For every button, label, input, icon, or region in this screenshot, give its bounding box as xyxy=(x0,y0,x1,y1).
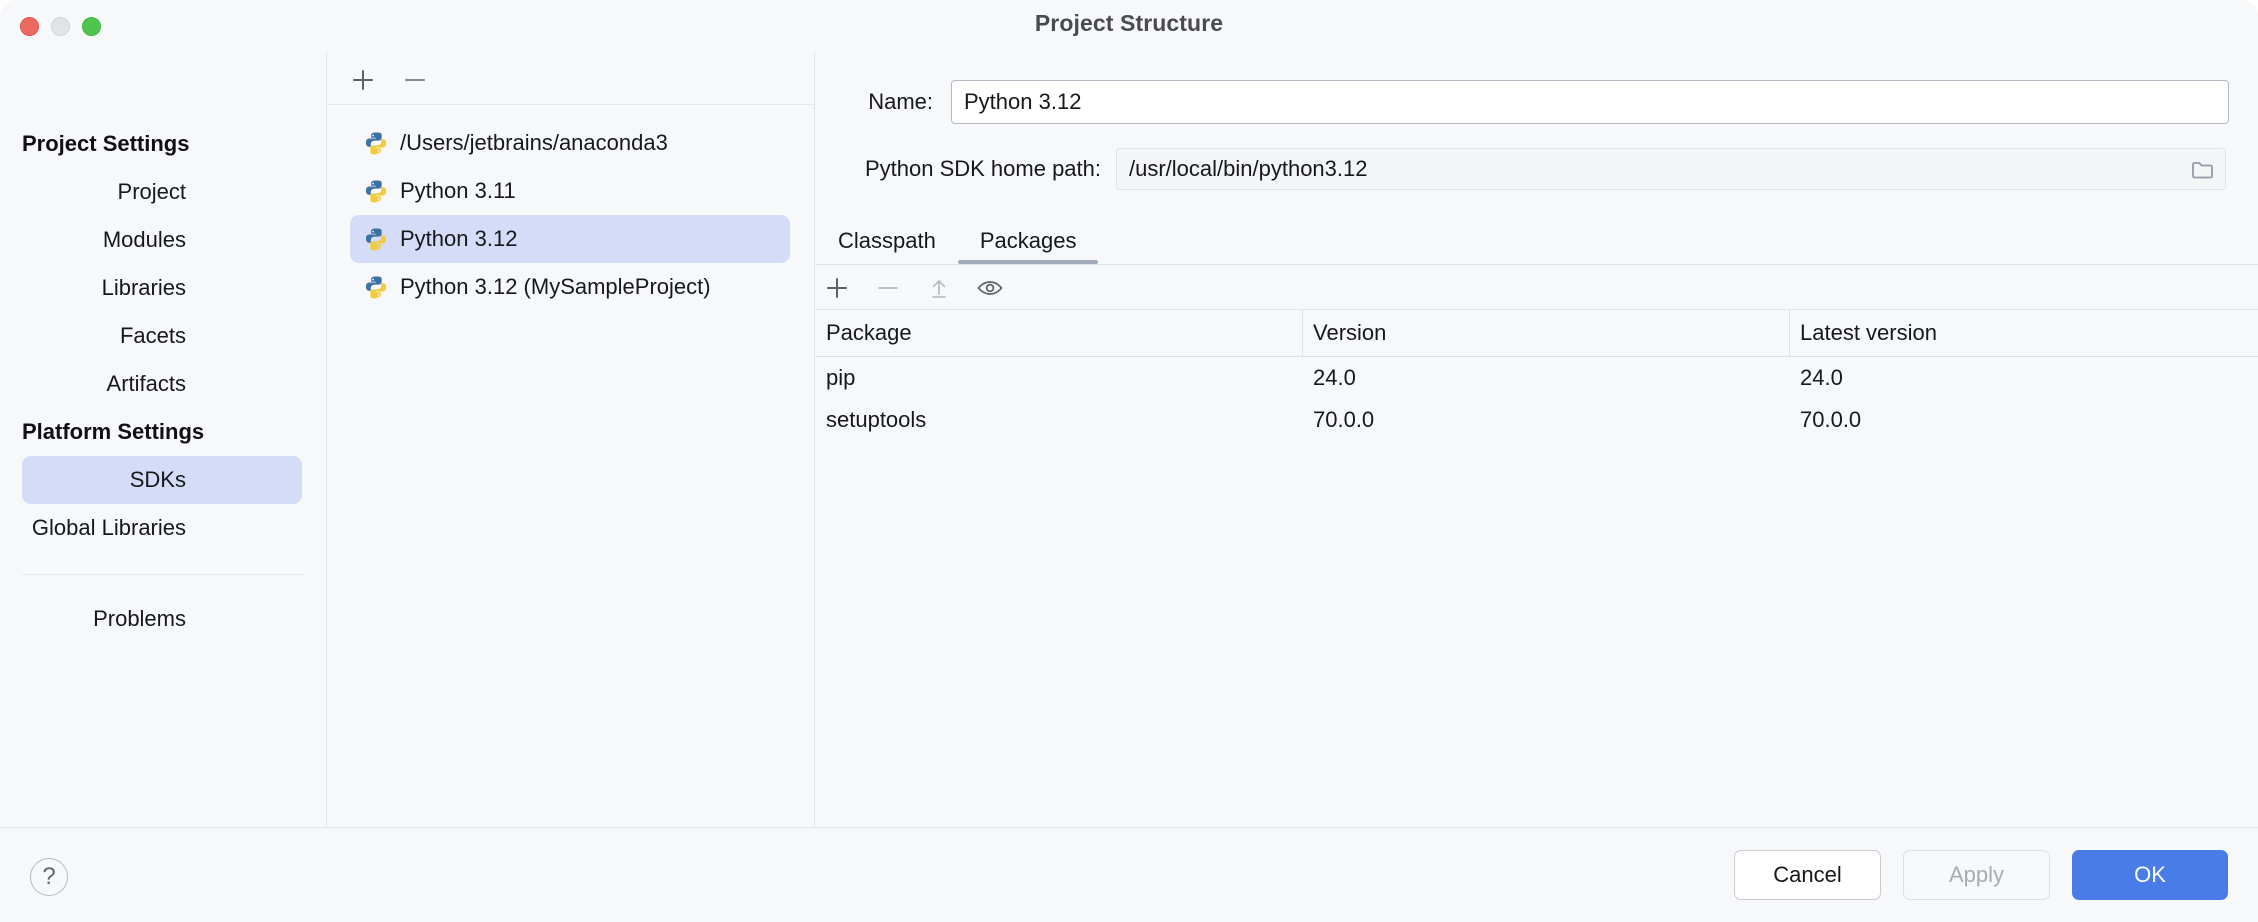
sidebar-group-title-project-settings: Project Settings xyxy=(22,131,190,156)
packages-toolbar xyxy=(816,264,2258,310)
uninstall-package-button[interactable] xyxy=(872,272,904,304)
sidebar-item-libraries[interactable]: Libraries xyxy=(101,275,186,300)
help-button[interactable]: ? xyxy=(30,858,68,896)
maximize-window-button[interactable] xyxy=(82,17,101,36)
sdk-list: /Users/jetbrains/anaconda3 Python 3.11 xyxy=(328,105,814,311)
python-icon xyxy=(364,179,388,203)
table-row[interactable]: pip 24.0 24.0 xyxy=(816,357,2258,399)
settings-sidebar: Project Settings Project Modules Librari… xyxy=(0,52,327,827)
list-item-label: Python 3.11 xyxy=(400,178,516,203)
sdk-detail-tabs: Classpath Packages xyxy=(816,218,2258,264)
table-row[interactable]: setuptools 70.0.0 70.0.0 xyxy=(816,399,2258,441)
arrow-up-icon[interactable] xyxy=(923,272,955,304)
tab-classpath[interactable]: Classpath xyxy=(838,228,936,253)
sdk-home-path-label: Python SDK home path: xyxy=(864,156,1101,181)
ok-button[interactable]: OK xyxy=(2072,850,2228,900)
sidebar-item-problems[interactable]: Problems xyxy=(93,606,186,631)
dialog-action-buttons: Cancel Apply OK xyxy=(1734,850,2228,900)
python-icon xyxy=(364,227,388,251)
cell-version: 70.0.0 xyxy=(1313,407,1375,432)
column-header-version[interactable]: Version xyxy=(1303,310,1790,356)
cell-latest-version: 70.0.0 xyxy=(1800,407,1862,432)
packages-table-header: Package Version Latest version xyxy=(816,310,2258,357)
sidebar-item-artifacts[interactable]: Artifacts xyxy=(106,371,186,396)
add-sdk-button[interactable] xyxy=(346,63,380,97)
sdk-list-panel: /Users/jetbrains/anaconda3 Python 3.11 xyxy=(328,52,815,827)
python-icon xyxy=(364,275,388,299)
sdk-details-panel: Name: Python 3.12 Python SDK home path: … xyxy=(816,52,2258,827)
sidebar-item-sdks[interactable]: SDKs xyxy=(22,456,302,504)
column-header-latest-version[interactable]: Latest version xyxy=(1800,320,1937,345)
cell-latest-version: 24.0 xyxy=(1800,365,1843,390)
list-item[interactable]: /Users/jetbrains/anaconda3 xyxy=(350,119,790,167)
cancel-button[interactable]: Cancel xyxy=(1734,850,1881,900)
sdk-home-path-value: /usr/local/bin/python3.12 xyxy=(1129,156,1368,181)
sdk-home-path-input[interactable]: /usr/local/bin/python3.12 xyxy=(1116,148,2226,190)
remove-sdk-button[interactable] xyxy=(398,63,432,97)
list-item-label: Python 3.12 (MySampleProject) xyxy=(400,274,711,299)
eye-icon[interactable] xyxy=(974,272,1006,304)
cell-package: pip xyxy=(826,365,856,390)
sidebar-item-modules[interactable]: Modules xyxy=(102,227,186,252)
list-item[interactable]: Python 3.12 (MySampleProject) xyxy=(350,263,790,311)
sidebar-item-project[interactable]: Project xyxy=(117,179,186,204)
sidebar-divider xyxy=(22,574,304,575)
cell-version: 24.0 xyxy=(1313,365,1356,390)
list-item-label: /Users/jetbrains/anaconda3 xyxy=(400,130,668,155)
column-header-package[interactable]: Package xyxy=(816,310,1303,356)
minimize-window-button[interactable] xyxy=(51,17,70,36)
list-item-label: Python 3.12 xyxy=(400,226,518,251)
apply-button[interactable]: Apply xyxy=(1903,850,2050,900)
tab-packages[interactable]: Packages xyxy=(957,228,1099,264)
title-bar: Project Structure xyxy=(0,0,2258,52)
dialog-footer: ? Cancel Apply OK xyxy=(0,827,2258,922)
sidebar-group-title-platform-settings: Platform Settings xyxy=(22,419,205,444)
traffic-light-controls xyxy=(20,17,101,36)
list-item[interactable]: Python 3.12 xyxy=(350,215,790,263)
python-icon xyxy=(364,131,388,155)
sidebar-item-global-libraries[interactable]: Global Libraries xyxy=(31,515,186,540)
sdk-list-toolbar xyxy=(328,52,814,105)
name-label: Name: xyxy=(868,89,933,114)
cell-package: setuptools xyxy=(826,407,927,432)
name-input[interactable]: Python 3.12 xyxy=(951,80,2229,124)
list-item[interactable]: Python 3.11 xyxy=(350,167,790,215)
sidebar-item-facets[interactable]: Facets xyxy=(119,323,186,348)
name-field-row: Name: Python 3.12 xyxy=(816,80,2258,124)
sdk-home-path-row: Python SDK home path: /usr/local/bin/pyt… xyxy=(816,148,2258,190)
window-title: Project Structure xyxy=(1034,10,1224,36)
folder-icon[interactable] xyxy=(2189,156,2217,184)
close-window-button[interactable] xyxy=(20,17,39,36)
packages-table: Package Version Latest version pip 24.0 … xyxy=(816,310,2258,827)
install-package-button[interactable] xyxy=(821,272,853,304)
